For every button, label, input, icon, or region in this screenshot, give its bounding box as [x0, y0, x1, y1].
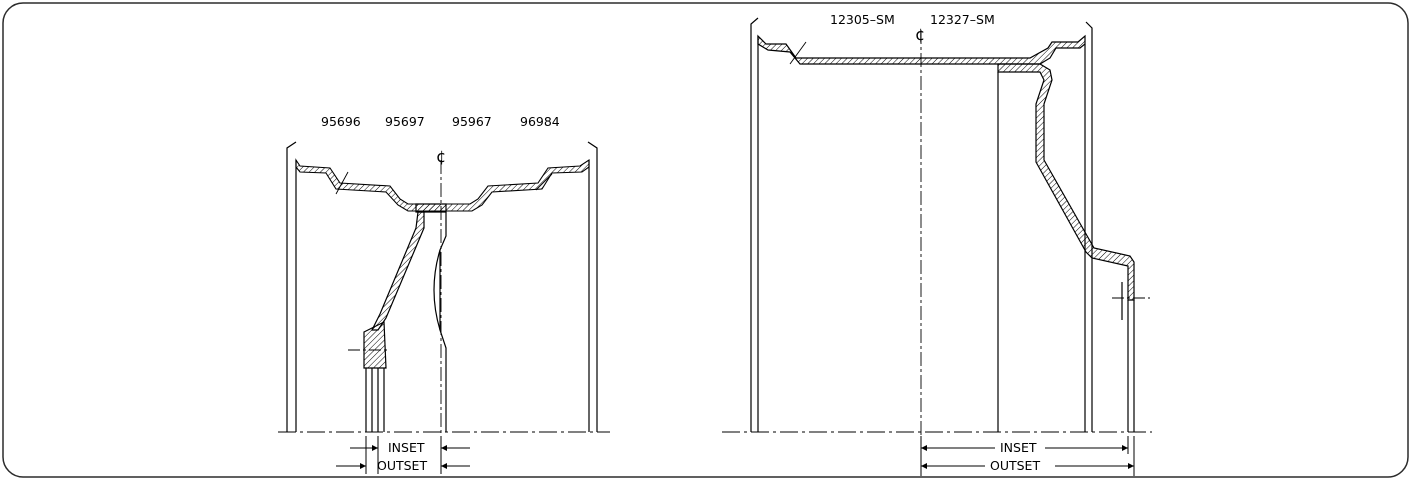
right-part-number: 12305–SM — [830, 12, 895, 27]
left-outer-flange-right — [587, 141, 598, 432]
left-outset-label: OUTSET — [377, 458, 427, 473]
left-part-number: 96984 — [520, 114, 560, 129]
right-disc-web — [997, 63, 1135, 301]
left-centerline-symbol: ¢ — [436, 147, 446, 166]
right-outer-flange-right — [1085, 21, 1093, 432]
right-centerline-symbol: ¢ — [915, 25, 925, 44]
left-disc-web — [371, 211, 425, 331]
left-part-number-labels: 95696 95697 95967 96984 — [321, 114, 560, 129]
right-outer-flange-left — [750, 17, 759, 432]
left-part-number: 95967 — [452, 114, 492, 129]
left-rim-profile — [295, 158, 590, 212]
left-dimensions — [336, 436, 470, 474]
left-outer-flange-left — [286, 141, 297, 432]
left-inset-label: INSET — [388, 440, 425, 455]
left-hub-profile — [439, 212, 447, 432]
right-wheel-section — [722, 17, 1152, 440]
right-part-number: 12327–SM — [930, 12, 995, 27]
right-rim-profile — [757, 34, 1086, 65]
right-inset-label: INSET — [1000, 440, 1037, 455]
right-part-number-labels: 12305–SM 12327–SM — [830, 12, 995, 27]
left-part-number: 95696 — [321, 114, 361, 129]
left-part-number: 95697 — [385, 114, 425, 129]
left-mount-block — [363, 321, 387, 369]
left-center-boss — [415, 203, 447, 213]
right-outset-label: OUTSET — [990, 458, 1040, 473]
left-wheel-section — [278, 141, 610, 440]
